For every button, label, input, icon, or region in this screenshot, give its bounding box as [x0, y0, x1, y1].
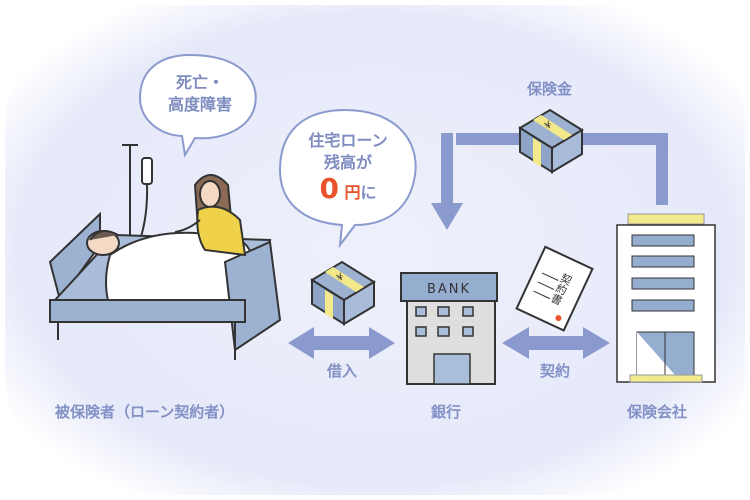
bubble-line: 高度障害: [167, 95, 232, 114]
bubble-line: 住宅ローン: [308, 131, 388, 150]
bubble-suffix: に: [360, 183, 377, 202]
hospital-bed-icon: [48, 211, 282, 360]
bubble-line: 死亡・: [175, 73, 224, 92]
contract-arrow: [502, 327, 610, 359]
label-borrowing: 借入: [327, 362, 358, 380]
label-insurance-company: 保険会社: [627, 403, 688, 421]
bubble-loan-balance-text: 住宅ローン 残高が 0 円に: [288, 130, 408, 204]
speech-bubble-loan-balance: [278, 108, 417, 249]
balance-unit: 円: [344, 183, 361, 202]
label-bank: 銀行: [431, 403, 462, 421]
svg-text:BANK: BANK: [427, 282, 471, 297]
speech-bubble-insured-event: [138, 53, 257, 158]
balance-amount: 0: [319, 172, 339, 205]
bubble-line: 残高が: [323, 153, 372, 172]
insurance-company-building-icon: [616, 213, 716, 383]
bubble-insured-event-text: 死亡・ 高度障害: [150, 72, 250, 116]
label-insured-person: 被保険者（ローン契約者）: [55, 403, 235, 421]
label-insurance-payout: 保険金: [527, 80, 573, 98]
borrowing-arrow: [288, 327, 395, 359]
contract-document-icon: 契約書: [515, 245, 594, 332]
label-contract: 契約: [540, 362, 571, 380]
family-member-icon: [174, 174, 247, 257]
bank-building-icon: BANK: [400, 272, 498, 385]
